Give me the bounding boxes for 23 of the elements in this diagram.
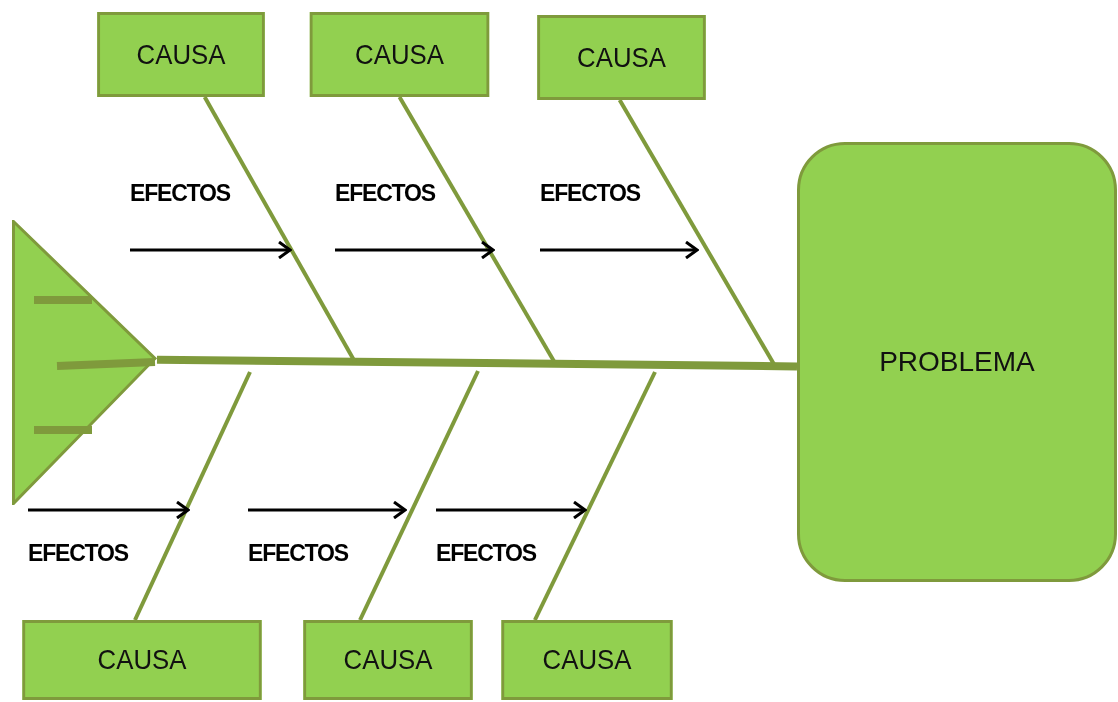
arrow [130, 240, 292, 260]
cause-box: CAUSA [309, 12, 490, 97]
effect-label: EFECTOS [28, 540, 128, 567]
cause-box: CAUSA [303, 620, 473, 700]
effect-label: EFECTOS [130, 180, 230, 207]
problem-box: PROBLEMA [797, 142, 1117, 582]
bone-line [133, 371, 252, 621]
cause-box: CAUSA [22, 620, 262, 700]
arrow [436, 500, 587, 520]
spine-line [156, 355, 798, 371]
cause-box: CAUSA [97, 12, 265, 97]
effect-label: EFECTOS [335, 180, 435, 207]
effect-label: EFECTOS [248, 540, 348, 567]
cause-box: CAUSA [501, 620, 673, 700]
arrow [335, 240, 495, 260]
effect-label: EFECTOS [436, 540, 536, 567]
bone-line [358, 370, 480, 621]
cause-box: CAUSA [537, 15, 706, 100]
arrow [540, 240, 699, 260]
effect-label: EFECTOS [540, 180, 640, 207]
arrow [28, 500, 190, 520]
bone-line [533, 371, 657, 621]
arrow [248, 500, 407, 520]
